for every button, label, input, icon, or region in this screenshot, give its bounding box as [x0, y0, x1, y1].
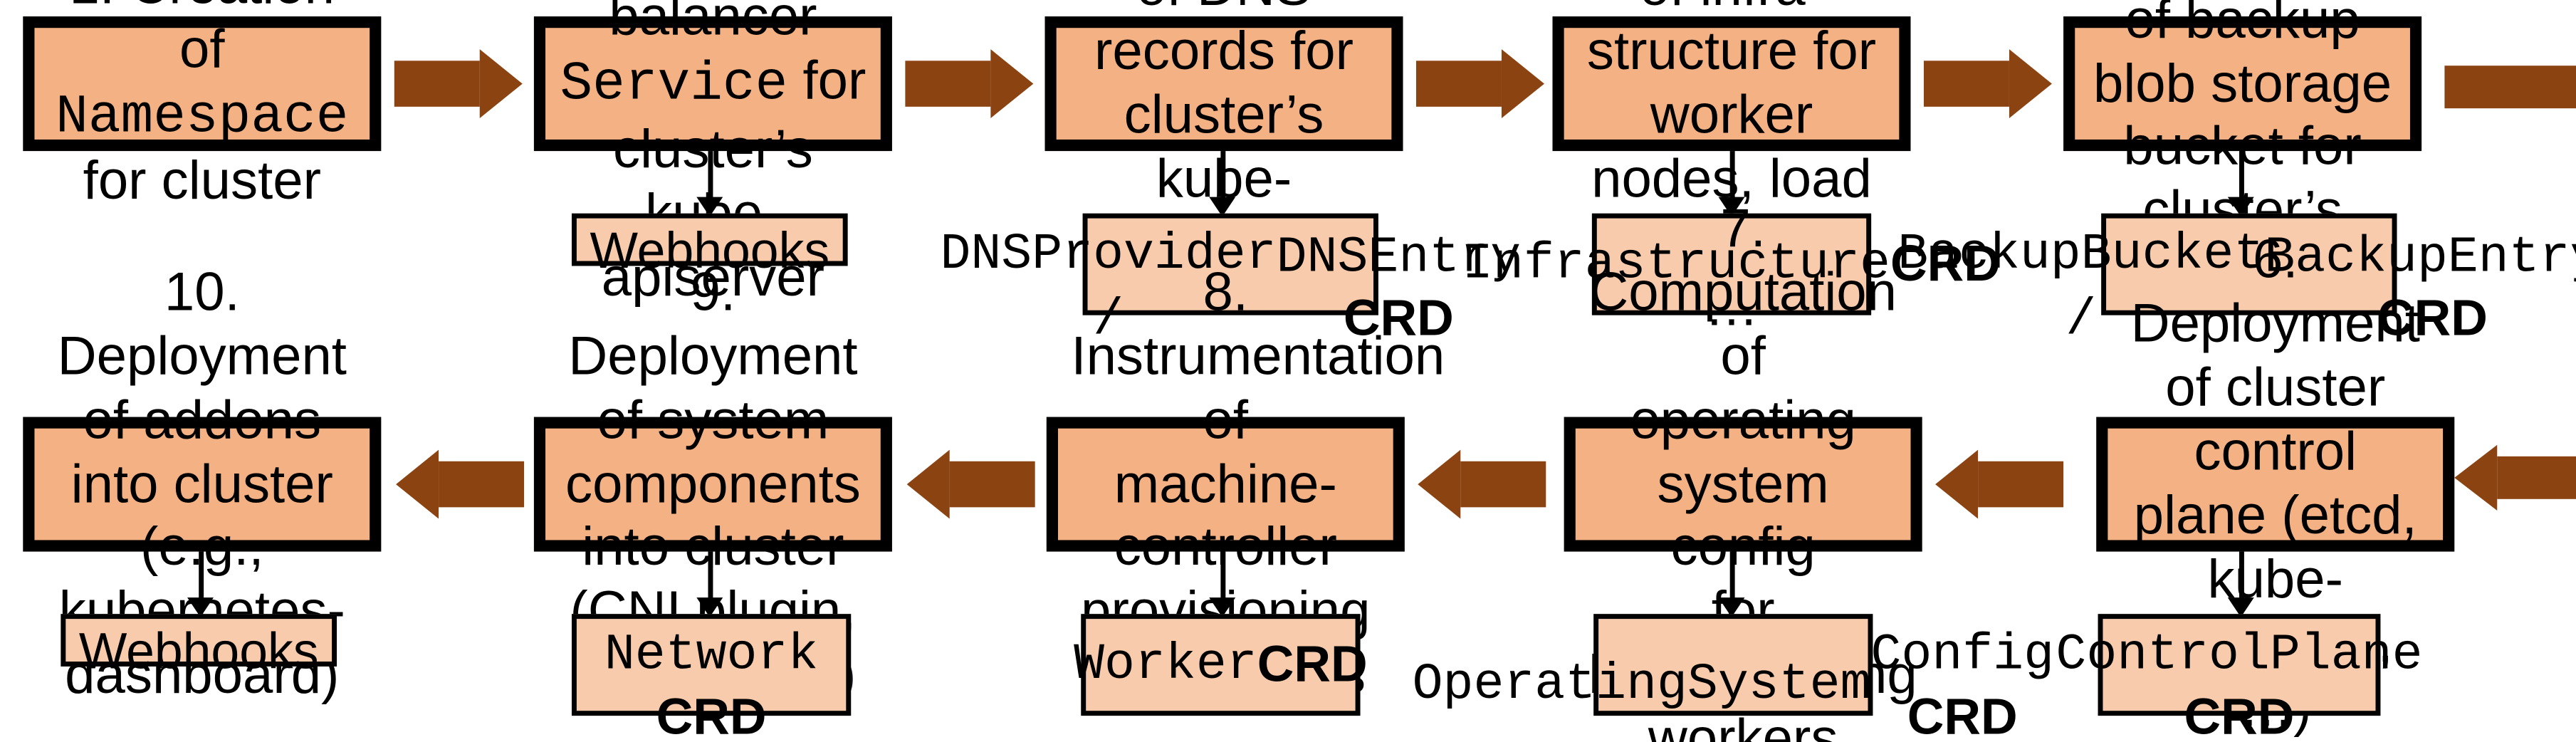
- connector-line-step4: [1729, 151, 1735, 204]
- connector-line-step9: [708, 551, 713, 605]
- flow-arrow-4-5-shaft: [1923, 61, 2009, 107]
- sub-box-step2[interactable]: Webhooks: [571, 213, 848, 279]
- sub-box-step5[interactable]: BackupBucket /BackupEntry CRD: [1897, 213, 2576, 349]
- connector-line-step3: [1220, 151, 1226, 204]
- flow-arrow-9-10-shaft: [439, 461, 525, 508]
- process-node-step3[interactable]: 3. Creation of DNSrecords for cluster’sk…: [1044, 0, 1403, 272]
- sub-box-step3[interactable]: DNSProvider /DNSEntry CRD: [940, 213, 1521, 349]
- connector-line-step2: [708, 151, 713, 204]
- flow-arrow-6-7-head: [1935, 449, 1979, 519]
- flow-arrow-3-4-shaft: [1415, 61, 1502, 107]
- connector-line-step10: [199, 551, 204, 605]
- flow-arrow-5-6-horizontal-top: [2444, 66, 2576, 109]
- flow-arrow-2-3-head: [990, 49, 1034, 118]
- connector-arrowhead-step6: [2227, 597, 2254, 617]
- sub-row: ControlPlane CRD: [2056, 627, 2423, 742]
- flow-arrow-3-4-head: [1501, 49, 1544, 118]
- flow-arrow-4-5-head: [2009, 49, 2052, 118]
- connector-line-step7: [1729, 551, 1735, 605]
- flow-arrow-8-9-shaft: [949, 461, 1035, 508]
- sub-box-step10[interactable]: Webhooks: [61, 614, 337, 679]
- flow-arrow-8-9-head: [906, 449, 950, 519]
- flow-arrow-5-6-horizontal-bottom: [2497, 456, 2576, 499]
- process-node-step4[interactable]: 4. Preparation of infra-structure for wo…: [1552, 0, 1911, 336]
- sub-row: Webhooks: [590, 221, 830, 279]
- connector-arrowhead-step9: [696, 597, 723, 617]
- connector-line-step5: [2239, 151, 2244, 204]
- sub-box-step9[interactable]: Network CRD Webhooks: [571, 614, 852, 742]
- connector-line-step8: [1220, 551, 1226, 605]
- sub-row: BackupBucket /BackupEntry CRD: [1897, 226, 2576, 350]
- flow-arrow-1-2-shaft: [394, 61, 480, 107]
- flow-arrow-7-8-head: [1418, 449, 1461, 519]
- connector-arrowhead-step8: [1209, 597, 1236, 617]
- sub-row: DNSProvider /DNSEntry CRD: [940, 226, 1522, 350]
- sub-row: Webhooks: [78, 622, 319, 680]
- flow-arrow-7-8-shaft: [1460, 461, 1546, 508]
- connector-arrowhead-step10: [187, 597, 214, 617]
- connector-arrowhead-step7: [1718, 597, 1745, 617]
- sub-box-step6[interactable]: ControlPlane CRD Webhooks: [2056, 614, 2423, 742]
- flow-arrow-6-7-shaft: [1978, 461, 2064, 508]
- process-node-step2[interactable]: 2. Creation of loadbalancer Service forc…: [533, 0, 892, 307]
- flow-arrow-9-10-head: [396, 449, 439, 519]
- flow-arrow-1-2-head: [479, 49, 523, 118]
- sub-row: Network CRD: [604, 627, 819, 742]
- flow-arrow-5-6-head: [2454, 444, 2498, 511]
- flow-arrow-2-3-shaft: [905, 61, 991, 107]
- connector-line-step6: [2239, 551, 2244, 605]
